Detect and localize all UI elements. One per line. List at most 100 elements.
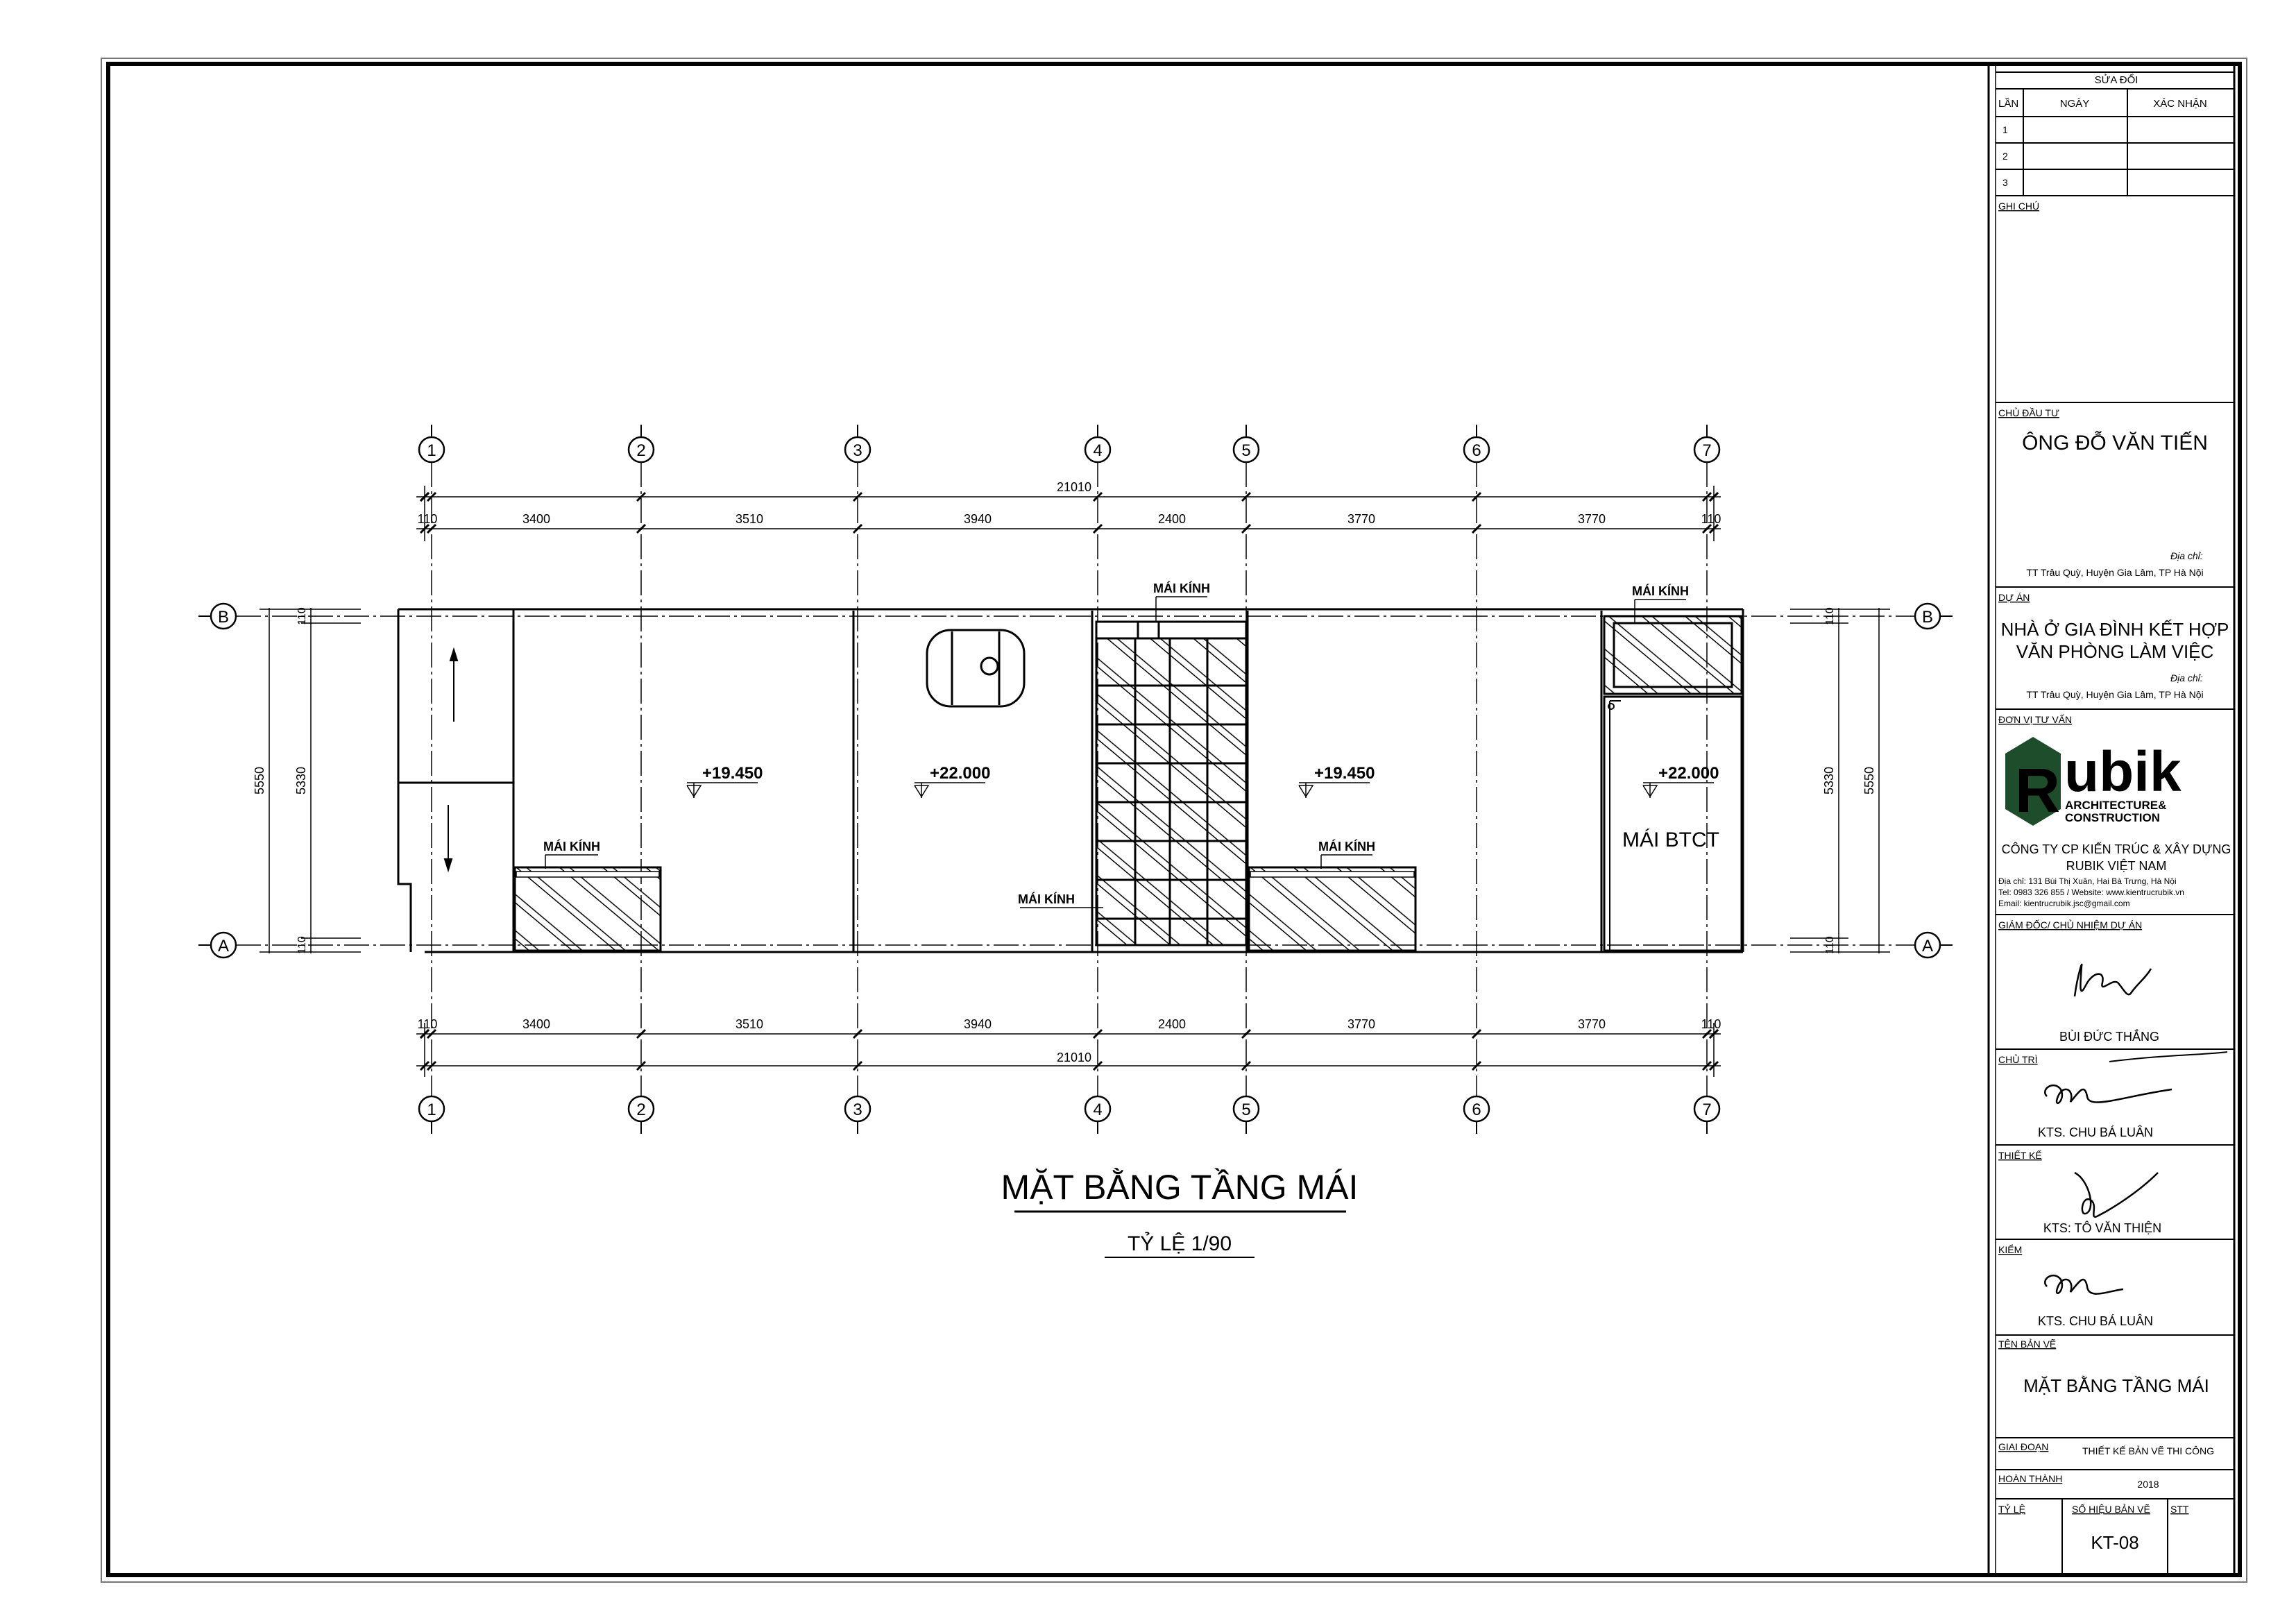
glass-roof-labels bbox=[545, 596, 1686, 908]
rubik-logo-text: ubik bbox=[2064, 740, 2182, 804]
phase-value: THIẾT KẾ BẢN VẼ THI CÔNG bbox=[2082, 1445, 2214, 1456]
consultant-label: ĐƠN VỊ TƯ VẤN bbox=[1998, 714, 2072, 725]
dimension-tick bbox=[1471, 1060, 1482, 1071]
plan-title: MẶT BẰNG TẦNG MÁI bbox=[1001, 1168, 1359, 1207]
dimension-tick bbox=[1471, 523, 1482, 534]
dimension-tick bbox=[636, 1060, 647, 1071]
glass-roof-label-3: MÁI KÍNH bbox=[543, 839, 600, 853]
project-line1: NHÀ Ở GIA ĐÌNH KẾT HỢP bbox=[2001, 618, 2229, 640]
axis-label-b-left: B bbox=[218, 608, 229, 627]
dim-label-x-4: 2400 bbox=[1158, 512, 1186, 526]
dim-label-x-5: 3770 bbox=[1347, 1017, 1375, 1031]
axis-label-2: 2 bbox=[636, 441, 645, 460]
axis-label-7: 7 bbox=[1702, 1101, 1711, 1119]
owner-address-label: Địa chỉ: bbox=[2170, 550, 2203, 561]
dimension-tick bbox=[1241, 1028, 1252, 1039]
dim-label-x-0: 110 bbox=[418, 512, 438, 526]
axis-label-a-right: A bbox=[1922, 937, 1933, 955]
building-outline bbox=[397, 608, 1744, 953]
total-dimension-bottom: 21010 bbox=[1057, 1051, 1091, 1064]
dimension-tick bbox=[1701, 1028, 1712, 1039]
title-block: SỬA ĐỔI LẦN NGÀY XÁC NHẬN 1 2 3 GHI CHÚ … bbox=[1987, 62, 2241, 1577]
rc-roof-label: MÁI BTCT bbox=[1622, 829, 1719, 851]
company-name-2: RUBIK VIỆT NAM bbox=[2066, 859, 2167, 873]
level-label-3: +19.450 bbox=[1314, 764, 1375, 783]
axis-label-b-right: B bbox=[1922, 608, 1933, 627]
glass-roof-label-2: MÁI KÍNH bbox=[1632, 584, 1689, 598]
dimension-tick bbox=[852, 491, 863, 502]
rubik-logo: R ubik ARCHITECTURE& CONSTRUCTION bbox=[2005, 737, 2182, 826]
rubik-logo-sub1: ARCHITECTURE& bbox=[2065, 799, 2166, 812]
dim-label-x-1: 3400 bbox=[522, 1017, 550, 1031]
dimension-labels-x: 1101103400340035103510394039402400240037… bbox=[418, 512, 1721, 1031]
revision-row-3: 3 bbox=[2002, 177, 2008, 188]
checker-signature bbox=[2044, 1275, 2124, 1295]
phase-label: GIAI ĐOẠN bbox=[1998, 1441, 2048, 1452]
project-label: DỰ ÁN bbox=[1998, 592, 2030, 603]
dim-label-x-7: 110 bbox=[1701, 1017, 1721, 1031]
dim-y-edge-right-top: 110 bbox=[1824, 607, 1836, 625]
dimension-tick bbox=[636, 523, 647, 534]
dim-y-edge-right-bottom: 110 bbox=[1824, 936, 1836, 954]
dimension-tick bbox=[1092, 491, 1103, 502]
dim-label-x-7: 110 bbox=[1701, 512, 1721, 526]
dimension-tick bbox=[1092, 1028, 1103, 1039]
grid-lines-horizontal bbox=[236, 615, 1915, 946]
dimension-tick bbox=[852, 523, 863, 534]
checker-name: KTS. CHU BÁ LUÂN bbox=[2038, 1314, 2153, 1328]
roof-door bbox=[1608, 700, 1621, 951]
revision-header-xacnhan: XÁC NHẬN bbox=[2153, 98, 2207, 110]
company-address: Địa chỉ: 131 Bùi Thị Xuân, Hai Bà Trưng,… bbox=[1998, 876, 2177, 886]
rubik-logo-sub2: CONSTRUCTION bbox=[2065, 811, 2160, 824]
lead-label: CHỦ TRÌ bbox=[1998, 1053, 2038, 1065]
dimension-tick bbox=[1701, 491, 1712, 502]
project-line2: VĂN PHÒNG LÀM VIỆC bbox=[2016, 641, 2214, 662]
axis-label-6: 6 bbox=[1472, 441, 1481, 460]
axis-label-4: 4 bbox=[1093, 441, 1102, 460]
dimension-tick bbox=[1241, 1060, 1252, 1071]
dim-y-inner-left: 5330 bbox=[294, 767, 308, 794]
dim-y-outer-right: 5550 bbox=[1862, 767, 1876, 794]
glass-roof-label-1: MÁI KÍNH bbox=[1153, 581, 1210, 595]
glass-roof-hatch bbox=[513, 615, 1743, 952]
project-address: TT Trâu Quỳ, Huyện Gia Lâm, TP Hà Nội bbox=[2026, 689, 2203, 700]
dimension-tick bbox=[1701, 523, 1712, 534]
dimension-labels-y: 5550 5330 110 110 5330 5550 110 110 bbox=[253, 607, 1876, 954]
dimension-tick bbox=[636, 491, 647, 502]
dim-label-x-6: 3770 bbox=[1578, 1017, 1606, 1031]
dim-label-x-2: 3510 bbox=[735, 1017, 763, 1031]
dimension-tick bbox=[419, 1028, 430, 1039]
dimension-tick bbox=[419, 1060, 430, 1071]
dimension-chains-y bbox=[260, 608, 1890, 953]
revision-row-2: 2 bbox=[2002, 151, 2008, 162]
dimension-tick bbox=[1471, 1028, 1482, 1039]
dim-label-x-1: 3400 bbox=[522, 512, 550, 526]
level-label-1: +19.450 bbox=[702, 764, 763, 783]
dimension-tick bbox=[1241, 491, 1252, 502]
dimension-tick bbox=[1471, 491, 1482, 502]
axis-bubbles-y: B B A A bbox=[198, 602, 1953, 959]
dim-y-outer-left: 5550 bbox=[253, 767, 266, 794]
sheet-number: KT-08 bbox=[2091, 1532, 2138, 1553]
sheet-number-label: SỐ HIỆU BẢN VẼ bbox=[2072, 1503, 2150, 1515]
stt-label: STT bbox=[2170, 1504, 2189, 1515]
axis-label-3: 3 bbox=[853, 1101, 862, 1119]
axis-label-1: 1 bbox=[427, 441, 436, 460]
dim-label-x-5: 3770 bbox=[1347, 512, 1375, 526]
water-tank-icon bbox=[926, 629, 1026, 708]
dimension-tick bbox=[636, 1028, 647, 1039]
axis-label-2: 2 bbox=[636, 1101, 645, 1119]
dimension-tick bbox=[1092, 523, 1103, 534]
designer-name: KTS: TÔ VĂN THIỆN bbox=[2043, 1221, 2161, 1235]
level-label-2: +22.000 bbox=[930, 764, 990, 783]
dimension-tick bbox=[1241, 523, 1252, 534]
completed-label: HOÀN THÀNH bbox=[1998, 1473, 2062, 1484]
director-name: BÙI ĐỨC THẮNG bbox=[2059, 1029, 2159, 1044]
dim-y-edge-left-top: 110 bbox=[296, 607, 308, 625]
dimension-tick bbox=[852, 1028, 863, 1039]
dim-label-x-4: 2400 bbox=[1158, 1017, 1186, 1031]
revision-title: SỬA ĐỔI bbox=[2095, 74, 2138, 86]
dim-label-x-6: 3770 bbox=[1578, 512, 1606, 526]
revision-header-lan: LẦN bbox=[1998, 98, 2018, 110]
